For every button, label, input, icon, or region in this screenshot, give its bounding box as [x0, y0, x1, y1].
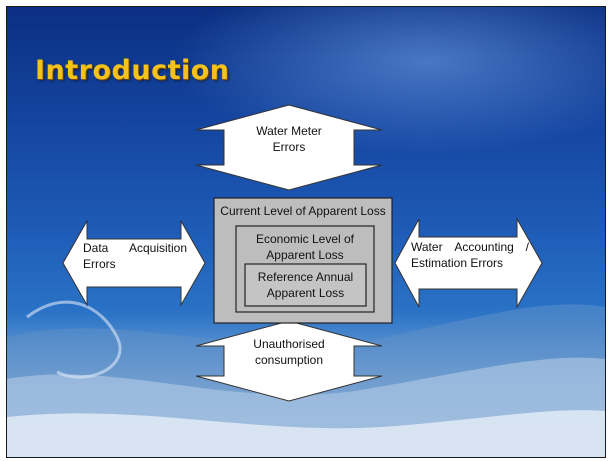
reference-annual-label: Reference Annual Apparent Loss [245, 269, 366, 301]
data-acquisition-errors-label: Data Acquisition Errors [83, 240, 187, 272]
reference-annual-line1: Reference Annual [257, 270, 354, 284]
water-accounting-errors-arrow [394, 217, 543, 309]
economic-level-line2: Apparent Loss [266, 248, 344, 262]
economic-level-label: Economic Level of Apparent Loss [236, 231, 374, 263]
unauthorised-line1: Unauthorised [253, 337, 325, 351]
water-accounting-line1: Water Accounting / [411, 239, 529, 255]
water-accounting-errors-label: Water Accounting / Estimation Errors [411, 239, 529, 271]
data-acquisition-line1: Data Acquisition [83, 240, 187, 256]
slash-word: / [525, 240, 529, 254]
water-meter-line1: Water Meter [256, 124, 322, 138]
water-accounting-line2: Estimation Errors [411, 256, 504, 270]
unauthorised-consumption-arrow [195, 320, 383, 402]
data-acquisition-errors-arrow [62, 219, 206, 307]
slide: Introduction Water Meter Errors Data [6, 6, 606, 458]
accounting-word: Accounting [454, 240, 514, 254]
unauthorised-consumption-label: Unauthorised consumption [229, 336, 349, 368]
water-meter-errors-arrow [195, 104, 383, 191]
economic-level-line1: Economic Level of [255, 232, 355, 246]
diagram-canvas [7, 104, 605, 457]
current-level-label: Current Level of Apparent Loss [220, 204, 386, 218]
water-meter-line2: Errors [272, 140, 306, 154]
reference-annual-line2: Apparent Loss [266, 286, 345, 300]
water-word: Water [411, 240, 443, 254]
slide-title: Introduction [35, 55, 230, 86]
unauthorised-line2: consumption [254, 353, 324, 367]
data-word: Data [83, 241, 109, 255]
acquisition-word: Acquisition [128, 241, 187, 255]
reference-annual-box [244, 263, 367, 307]
data-acquisition-line2: Errors [83, 257, 116, 271]
water-meter-errors-label: Water Meter Errors [237, 123, 341, 155]
